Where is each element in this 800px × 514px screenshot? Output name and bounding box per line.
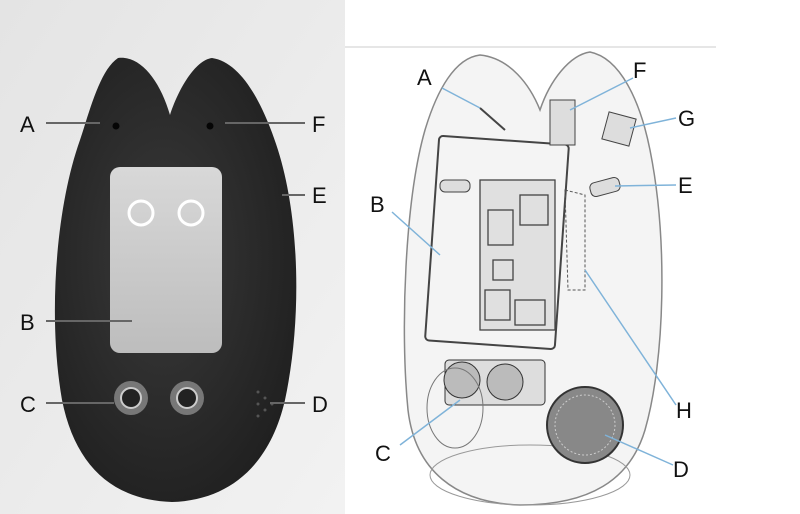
diagram-label-g: G [678,106,695,131]
diagram-label-d: D [673,457,689,482]
diagram-label-h: H [676,398,692,423]
eye-left [127,199,155,227]
photo-leader-lines [46,122,305,404]
photo-label-f: F [312,112,325,137]
diagram-module-g [601,111,637,147]
diagram-label-e: E [678,173,693,198]
sensor-hole-f [206,122,214,130]
diagram-sensor-e [589,176,621,198]
diagram-sensor-a [479,107,506,131]
diagram-microphone-f [549,99,576,146]
eye-right [177,199,205,227]
diagram-label-a: A [417,65,432,90]
photo-label-e: E [312,183,327,208]
diagram-label-f: F [633,58,646,83]
diagram-label-b: B [370,192,385,217]
diagram-sensor-left [439,179,471,193]
diagram-sensor-housing [426,367,484,449]
diagram-leader-lines [391,77,677,466]
photo-label-a: A [20,112,35,137]
diagram-spring-cable [564,189,586,291]
device-diagram: A F G E B H C D [345,46,716,506]
device-photo: A F E B C D [0,0,345,514]
speaker-grill-photo [256,390,274,418]
diagram-speaker [546,386,624,464]
photo-label-d: D [312,392,328,417]
ultrasonic-sensor-photo [114,381,204,415]
diagram-board [479,179,556,331]
base-outline [429,444,631,506]
diagram-label-c: C [375,441,391,466]
photo-label-c: C [20,392,36,417]
photo-label-b: B [20,310,35,335]
speaker-mesh [554,394,616,456]
display-screen [110,167,222,353]
diagram-ultrasonic-sensor [443,359,546,406]
sensor-hole-a [112,122,120,130]
